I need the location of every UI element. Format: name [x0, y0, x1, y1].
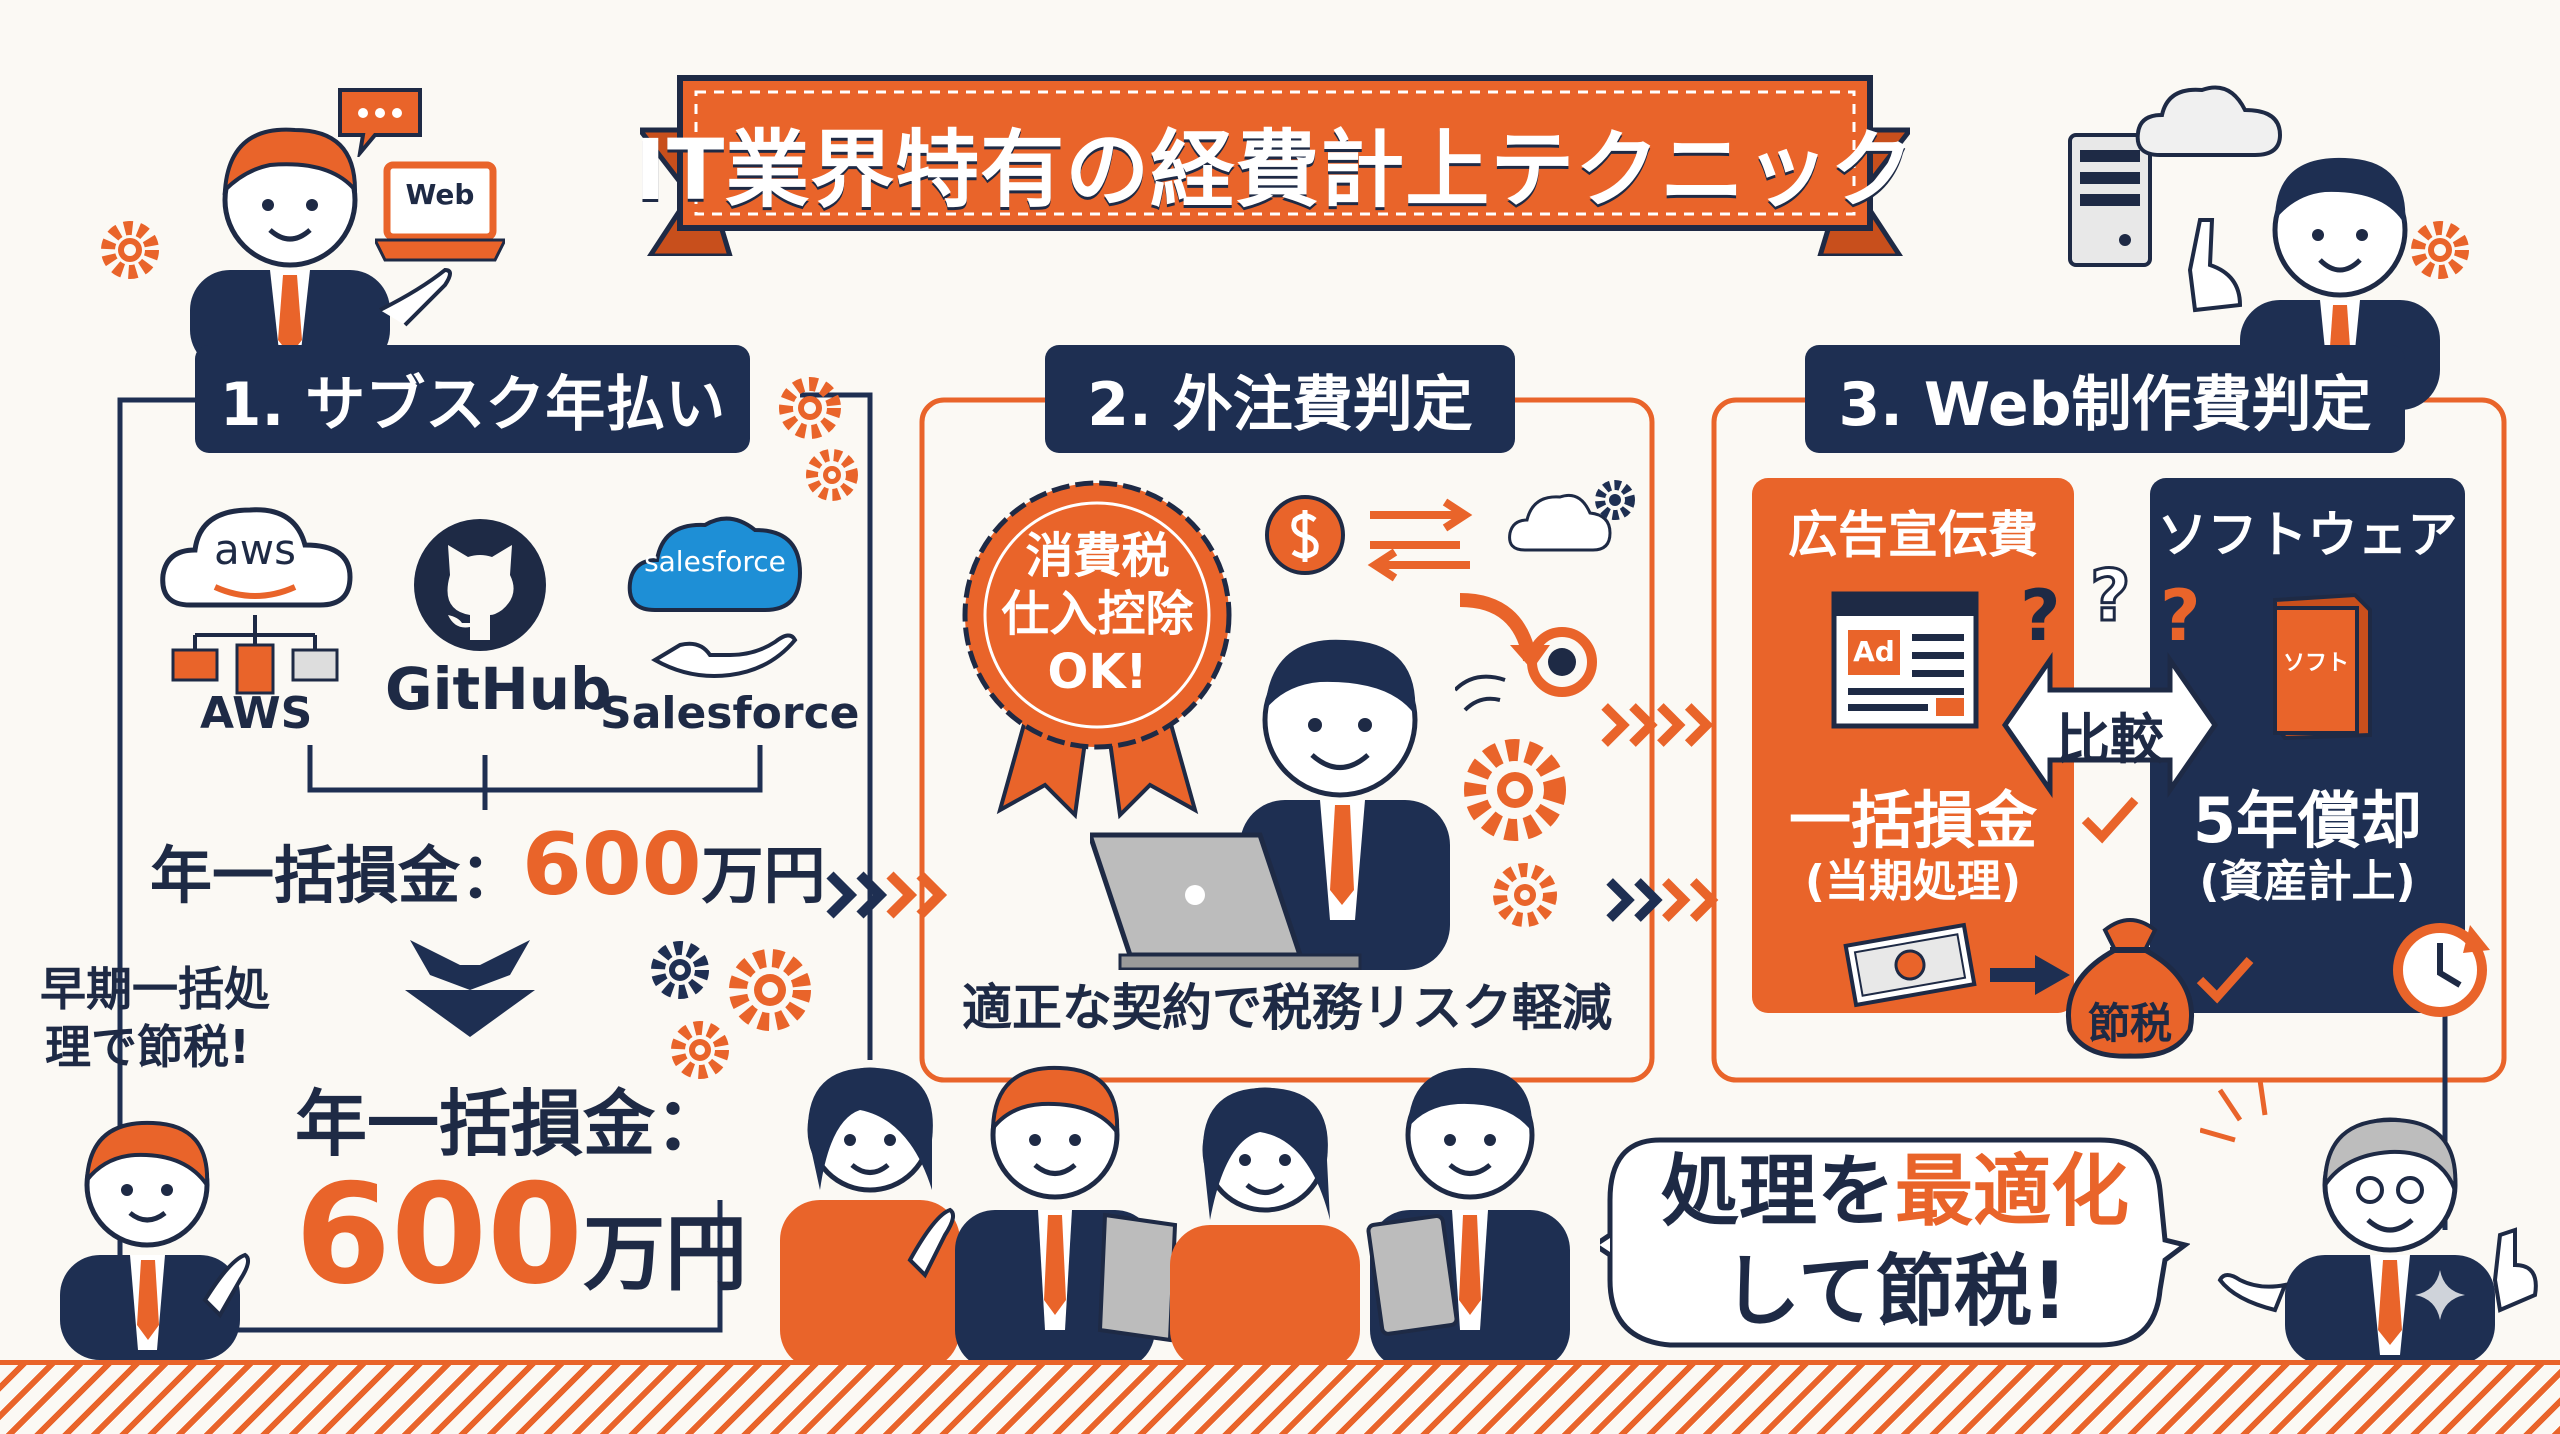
- rosette-icon: 消費税 仕入控除 OK!: [960, 475, 1235, 820]
- gear-cluster-icon: [1455, 674, 1566, 927]
- result-label: 年一括損金：: [295, 1082, 728, 1166]
- refresh-icon: [1527, 627, 1597, 697]
- summary-label: 年一括損金：: [150, 839, 523, 912]
- gear-icon: [779, 377, 858, 501]
- dollar-icon: [1265, 495, 1550, 670]
- svg-text:?: ?: [2090, 560, 2131, 637]
- speech-bubble-icon: [338, 88, 422, 157]
- ad-icon-label: Ad: [1853, 635, 1895, 668]
- money-bag-label: 節税: [2087, 999, 2172, 1048]
- speech-line-2: して節税!: [1722, 1247, 2068, 1337]
- money-bag-icon: 節税: [2055, 900, 2205, 1060]
- gear-icon: [2411, 221, 2469, 279]
- side-note-line-1: 早期一括処: [40, 962, 270, 1016]
- gear-icon: [101, 221, 159, 279]
- section-3-heading: 3. Web制作費判定: [1805, 345, 2405, 453]
- rosette-line-1: 消費税: [1025, 528, 1170, 584]
- summary-unit: 万円: [701, 839, 826, 912]
- compare-label: 比較: [2056, 708, 2164, 771]
- side-note-line-2: 理で節税!: [45, 1020, 250, 1074]
- cloud-gear-icon: [1508, 480, 1635, 552]
- speech-text: 処理を最適化 して節税!: [1600, 1142, 2190, 1342]
- server-icon: [2068, 133, 2152, 267]
- svg-text:?: ?: [2160, 575, 2201, 650]
- speech-line-1-plain: 処理を: [1660, 1147, 1895, 1237]
- chevron-arrows-icon: [1601, 703, 1714, 747]
- result-amount: 600: [295, 1154, 584, 1315]
- person-clapping-illustration: [60, 1120, 251, 1360]
- software-title: ソフトウェア: [2157, 506, 2458, 564]
- aws-label: AWS: [200, 688, 313, 739]
- aws-logo-text: aws: [214, 525, 296, 574]
- annual-expense-summary: 年一括損金：600万円: [150, 815, 830, 915]
- side-note: 早期一括処 理で節税!: [40, 960, 270, 1076]
- team-illustration: [780, 1065, 1570, 1370]
- ad-browser-icon: Ad: [1830, 590, 1980, 730]
- salesforce-logo-text: salesforce: [644, 545, 786, 578]
- rosette-line-2: 仕入控除: [1001, 586, 1194, 642]
- check-icon: [2196, 957, 2254, 1004]
- cash-icon: [1843, 922, 2070, 1008]
- laptop-screen-label: Web: [405, 178, 475, 211]
- clock-icon: [2393, 923, 2490, 1017]
- network-devices-icon: [171, 615, 339, 695]
- result-value: 600万円: [295, 1160, 747, 1310]
- speech-bubble: 処理を最適化 して節税!: [1600, 1120, 2190, 1370]
- down-arrow-icon: [405, 940, 535, 1037]
- bottom-stripe: [0, 1360, 2560, 1434]
- check-icon: [2081, 797, 2139, 844]
- aws-cloud-icon: aws: [155, 495, 355, 615]
- github-icon: [414, 519, 546, 651]
- title-banner: [640, 70, 1910, 256]
- software-icon-label: ソフト: [2282, 651, 2349, 676]
- speech-line-1-emphasis: 最適化: [1895, 1147, 2130, 1237]
- advertising-sub: (当期処理): [1804, 856, 2022, 907]
- chevron-arrows-icon: [826, 871, 948, 919]
- summary-amount: 600: [522, 815, 702, 915]
- book-icon: ソフト: [2255, 590, 2375, 740]
- sparkle-icon: [2415, 1270, 2465, 1320]
- github-label: GitHub: [385, 655, 612, 723]
- advertising-main: 一括損金: [1788, 784, 2037, 857]
- question-icon: ? ? ?: [2020, 560, 2201, 650]
- compare-diamond: 比較: [1995, 650, 2225, 800]
- open-hand-icon: [651, 633, 798, 678]
- advertising-title: 広告宣伝費: [1788, 506, 2038, 564]
- salesforce-cloud-icon: salesforce: [625, 505, 805, 620]
- result-unit: 万円: [583, 1207, 748, 1302]
- software-sub: (資産計上): [2199, 856, 2416, 907]
- gear-cluster-icon: [651, 941, 811, 1079]
- rosette-line-3: OK!: [1047, 644, 1148, 700]
- software-main: 5年償却: [2192, 784, 2423, 857]
- section-1-heading: 1. サブスク年払い: [195, 345, 750, 453]
- chevron-arrows-icon: [1606, 878, 1719, 922]
- section-2-heading: 2. 外注費判定: [1045, 345, 1515, 453]
- laptop-icon: Web: [375, 160, 505, 265]
- rosette-text: 消費税 仕入控除 OK!: [960, 527, 1235, 701]
- salesforce-label: Salesforce: [600, 688, 860, 739]
- cloud-icon: [2135, 85, 2283, 157]
- section-2-caption: 適正な契約で税務リスク軽減: [962, 979, 1612, 1037]
- page-title: IT業界特有の経費計上テクニック: [634, 120, 1916, 219]
- svg-text:?: ?: [2020, 575, 2061, 650]
- person-thumbs-up-illustration: [2200, 1080, 2538, 1365]
- person-working-illustration: [1090, 639, 1450, 970]
